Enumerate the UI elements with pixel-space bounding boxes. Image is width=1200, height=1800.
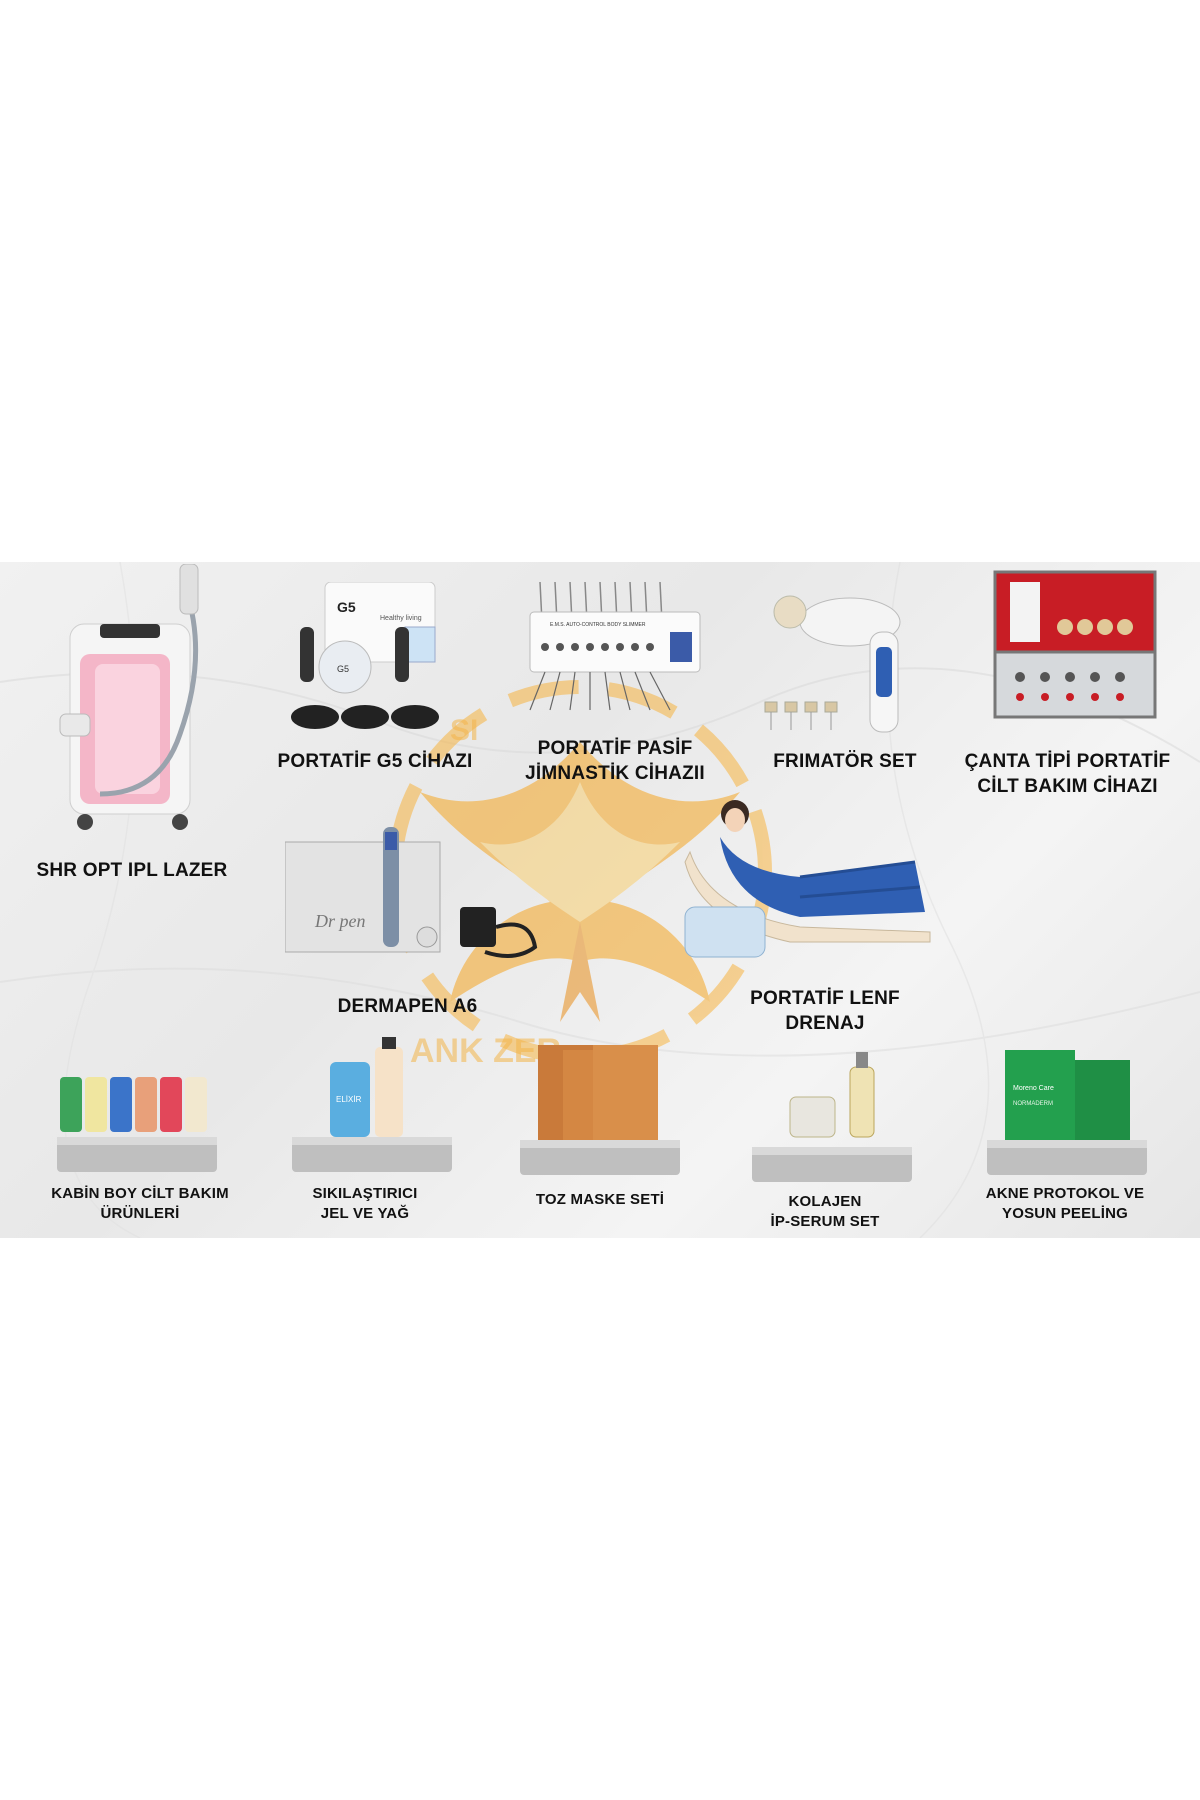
label-sikilastirici-line2: JEL VE YAĞ [320, 1204, 410, 1222]
label-portatif-lenf: PORTATİF LENF DRENAJ [710, 987, 940, 1036]
label-portatif-pasif-line1: PORTATİF PASİF [537, 738, 693, 759]
label-portatif-pasif: PORTATİF PASİF JİMNASTİK CİHAZII [500, 737, 730, 786]
toz-maske-products-image [520, 1045, 680, 1175]
label-canta-tipi-line1: ÇANTA TİPİ PORTATİF [964, 751, 1171, 772]
frimator-device-image [764, 595, 901, 733]
label-portatif-lenf-line2: DRENAJ [785, 1012, 865, 1034]
label-canta-tipi: ÇANTA TİPİ PORTATİF CİLT BAKIM CİHAZI [955, 750, 1180, 799]
label-kabin-boy: KABİN BOY CİLT BAKIM ÜRÜNLERİ [30, 1184, 250, 1223]
kolajen-products-image [752, 1052, 912, 1182]
akne-protokol-products-image: Moreno Care NORMADERM [987, 1050, 1147, 1175]
svg-text:G5: G5 [337, 664, 349, 674]
svg-text:NORMADERM: NORMADERM [1013, 1101, 1053, 1107]
svg-text:Healthy living: Healthy living [380, 615, 422, 622]
svg-text:Moreno Care: Moreno Care [1013, 1085, 1054, 1092]
svg-text:ELİXİR: ELİXİR [336, 1095, 362, 1104]
label-dermapen-a6: DERMAPEN A6 [337, 996, 478, 1017]
label-frimator-set: FRIMATÖR SET [773, 751, 917, 772]
product-showcase-panel: SI ANK ZER SHR OPT IPL LAZER G5 Healthy … [0, 562, 1200, 1238]
label-akne-protokol: AKNE PROTOKOL VE YOSUN PEELİNG [950, 1184, 1180, 1223]
label-akne-protokol-line1: AKNE PROTOKOL VE [985, 1185, 1145, 1202]
label-portatif-pasif-line2: JİMNASTİK CİHAZII [525, 762, 705, 784]
svg-text:SI: SI [450, 714, 478, 747]
label-kolajen: KOLAJEN İP-SERUM SET [715, 1192, 935, 1231]
label-toz-maske: TOZ MASKE SETİ [535, 1191, 665, 1208]
label-kolajen-line2: İP-SERUM SET [770, 1212, 880, 1230]
label-portatif-lenf-line1: PORTATİF LENF [750, 988, 900, 1009]
kabin-boy-products-image [57, 1077, 217, 1172]
ipl-laser-machine-image [59, 564, 199, 830]
label-akne-protokol-line2: YOSUN PEELİNG [1002, 1204, 1128, 1222]
label-canta-tipi-line2: CİLT BAKIM CİHAZI [977, 775, 1158, 797]
svg-text:ANK ZER: ANK ZER [410, 1032, 561, 1070]
sikilastirici-products-image: ELİXİR [292, 1037, 452, 1172]
label-kabin-boy-line1: KABİN BOY CİLT BAKIM [51, 1185, 229, 1202]
label-sikilastirici-line1: SIKILAŞTIRICI [312, 1185, 418, 1202]
label-kabin-boy-line2: ÜRÜNLERİ [100, 1204, 180, 1222]
label-portatif-g5: PORTATİF G5 CİHAZI [277, 751, 473, 772]
svg-text:G5: G5 [337, 599, 356, 615]
pasif-jimnastik-device-image: E.M.S. AUTO-CONTROL BODY SLIMMER [529, 582, 701, 711]
svg-text:Dr pen: Dr pen [314, 911, 366, 931]
label-kolajen-line1: KOLAJEN [788, 1193, 862, 1210]
g5-device-image: G5 Healthy living G5 [291, 582, 439, 729]
label-sikilastirici: SIKILAŞTIRICI JEL VE YAĞ [255, 1184, 475, 1223]
svg-text:E.M.S. AUTO-CONTROL BODY SLIMM: E.M.S. AUTO-CONTROL BODY SLIMMER [550, 622, 646, 628]
dermapen-device-image: Dr pen [285, 827, 538, 958]
lenf-drenaj-device-image [684, 800, 931, 958]
canta-tipi-device-image [993, 570, 1157, 719]
label-shr-opt-ipl-lazer: SHR OPT IPL LAZER [36, 860, 228, 881]
